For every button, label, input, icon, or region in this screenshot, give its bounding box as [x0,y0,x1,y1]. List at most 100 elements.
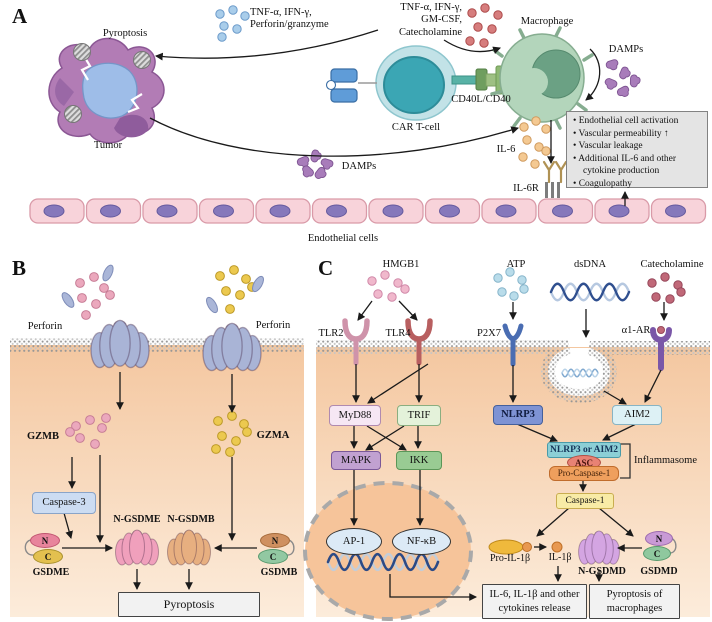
gsdmb-label: GSDMB [260,567,298,578]
hmgb1-label: HMGB1 [382,259,420,270]
damps-upper-label: DAMPs [608,44,644,55]
caspase3-box: Caspase-3 [32,492,96,514]
macrophage-label: Macrophage [520,16,574,27]
gzma-granules-outside [215,265,257,314]
car-t-cell-label: CAR T-cell [391,122,441,133]
endothelial-cells-label: Endothelial cells [307,233,379,244]
cytokines-right-labels: TNF-α, IFN-γ, GM-CSF, Catecholamine [372,2,462,39]
dsdna-label: dsDNA [573,259,607,270]
panel-b-cytoplasm [10,345,304,617]
gsdme-n-domain: N [30,533,60,548]
arrows [62,29,668,601]
cytokines-right-line2: GM-CSF, [421,14,462,26]
dsdna-helix [549,282,631,302]
membrane-panel-c [316,340,710,404]
nuclear-dna-helix [326,552,440,572]
panel-c-letter: C [318,256,334,280]
gsdmd-c-domain: C [643,546,671,561]
cytokines-release-line2: cytokines release [498,602,571,614]
alpha1-ar-label: α1-AR [621,325,651,336]
gzmb-label: GZMB [26,431,60,442]
tlr4-label: TLR4 [385,328,411,339]
effect-item: Endothelial cell activation [573,115,705,128]
pro-il1b-molecule [488,539,532,555]
gsdmd-label: GSDMD [640,566,678,577]
il1b-label: IL-1β [548,552,572,563]
gsdme-label: GSDME [32,567,70,578]
pyroptosis-label-a: Pyroptosis [102,28,148,39]
perforin-monomers-left [61,264,114,308]
cd40l-cd40-label: CD40L/CD40 [451,94,511,105]
nfkb-factor: NF-κB [392,528,451,555]
p2x7-label: P2X7 [477,328,501,339]
cytokines-red-dots [465,3,503,48]
damps-upper-fragments [603,56,643,98]
macrophage-nucleus-region [303,481,473,621]
ikk-box: IKK [396,451,442,470]
atp-label: ATP [506,259,526,270]
pyroptosis-macrophages-line2: macrophages [606,602,663,614]
pyroptosis-macrophages-line1: Pyroptosis of [606,589,663,601]
nlrp3-or-aim2-box: NLRP3 or AIM2 [547,442,621,458]
alpha1-ar-receptor [650,326,672,371]
endothelial-cells-row [29,198,707,224]
endothelial-effects-box: Endothelial cell activation Vascular per… [566,111,708,190]
cytokines-left-line2: Perforin/granzyme [250,19,329,31]
pro-il1b-label: Pro-IL-1β [489,553,531,564]
effect-item: Additional IL-6 and other cytokine produ… [573,153,705,178]
effect-item: Vascular permeability ↑ [573,128,705,141]
pyroptosis-of-macrophages-box: Pyroptosis of macrophages [589,584,680,619]
il6-receptor [542,160,568,198]
gzma-label: GZMA [256,430,290,441]
mapk-box: MAPK [331,451,381,470]
cd40l-cd40-junction [451,65,504,95]
n-gsdmd-label: N-GSDMD [578,566,626,577]
gsdme-linker [24,539,35,556]
n-gsdme-label: N-GSDME [113,514,161,525]
nlrp3-box: NLRP3 [493,405,543,425]
cytokines-left-labels: TNF-α, IFN-γ, Perforin/granzyme [250,7,329,32]
gzmb-granules-inside [65,413,111,449]
panel-b-letter: B [12,256,27,280]
tlr2-label: TLR2 [318,328,344,339]
n-gsdmb-label: N-GSDMB [167,514,215,525]
perforin-left-label: Perforin [27,321,63,332]
ap1-factor: AP-1 [326,528,382,555]
atp-dots [493,267,529,301]
p2x7-receptor [502,323,524,367]
il1b-molecule [551,541,563,553]
car-receptor [325,68,377,103]
catecholamine-dots [647,272,686,304]
damps-lower-fragments [296,147,335,180]
catecholamine-label: Catecholamine [640,259,704,270]
cytokines-right-line3: Catecholamine [399,26,462,38]
pro-caspase1-box: Pro-Caspase-1 [549,466,619,481]
gsdmd-n-domain: N [645,531,673,546]
il6-label: IL-6 [496,144,516,155]
effect-item: Vascular leakage [573,140,705,153]
myd88-box: MyD88 [329,405,381,426]
cytokines-right-line1: TNF-α, IFN-γ, [400,2,462,13]
il6-molecules [518,116,551,169]
macrophage-cell [490,26,594,130]
tumor-cell [48,37,165,144]
caspase1-box: Caspase-1 [556,493,614,509]
effect-item: Coagulopathy [573,178,705,191]
gsdmb-n-domain: N [260,533,290,548]
il6r-label: IL-6R [513,183,539,194]
gsdme-c-domain: C [33,549,63,564]
cytokines-left-line1: TNF-α, IFN-γ, [250,7,312,18]
cytokines-release-line1: IL-6, IL-1β and other [489,589,580,601]
endothelial-effects-list: Endothelial cell activation Vascular per… [573,115,705,190]
gsdmb-c-domain: C [258,549,288,564]
gzma-granules-inside [211,411,252,457]
perforin-monomers-right [206,275,264,314]
aim2-box: AIM2 [612,405,662,425]
car-t-cell [375,45,457,121]
trif-box: TRIF [397,405,441,426]
gzmb-granules-outside [75,272,115,320]
pyroptosis-box-b: Pyroptosis [118,592,260,617]
endosome-dna [561,368,599,378]
